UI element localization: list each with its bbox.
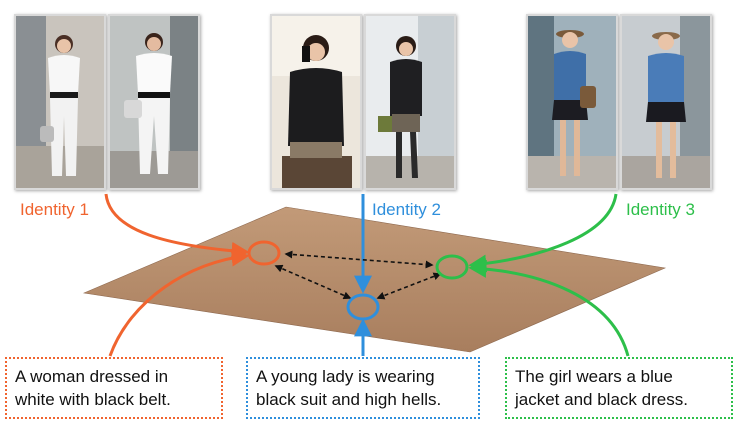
identity-2-node [346,293,380,321]
identity-1-node [247,240,281,266]
identity-3-caption-line-2: jacket and black dress. [515,390,688,409]
caption-1-connector [108,248,250,357]
identity-2-caption-line-1: A young lady is wearing [256,367,435,386]
identity-1-caption-box: A woman dressed in white with black belt… [5,357,223,419]
identity-1-photo-b [108,14,200,190]
identity-1-caption-line-1: A woman dressed in [15,367,169,386]
embedding-plane [82,206,667,353]
identity-2-caption-box: A young lady is wearing black suit and h… [246,357,480,419]
identity-1-label: Identity 1 [20,200,89,219]
identity-2-photo-b [364,14,456,190]
identity-1-caption-line-2: white with black belt. [15,390,171,409]
identity-3-photo-b [620,14,712,190]
identity-3-caption-box: The girl wears a blue jacket and black d… [505,357,733,419]
identity-3-connector [468,193,618,273]
identity-1-photo-a [14,14,106,190]
relation-1-3 [284,250,434,269]
identity-3-node [435,254,469,280]
identity-2-label: Identity 2 [372,200,441,219]
identity-2-caption-line-2: black suit and high hells. [256,390,442,409]
identity-1-connector [104,193,250,260]
identity-2-photo-a [270,14,362,190]
identity-3-caption-line-1: The girl wears a blue [515,367,673,386]
identity-3-photo-a [526,14,618,190]
identity-3-label: Identity 3 [626,200,695,219]
caption-3-connector [468,259,630,357]
